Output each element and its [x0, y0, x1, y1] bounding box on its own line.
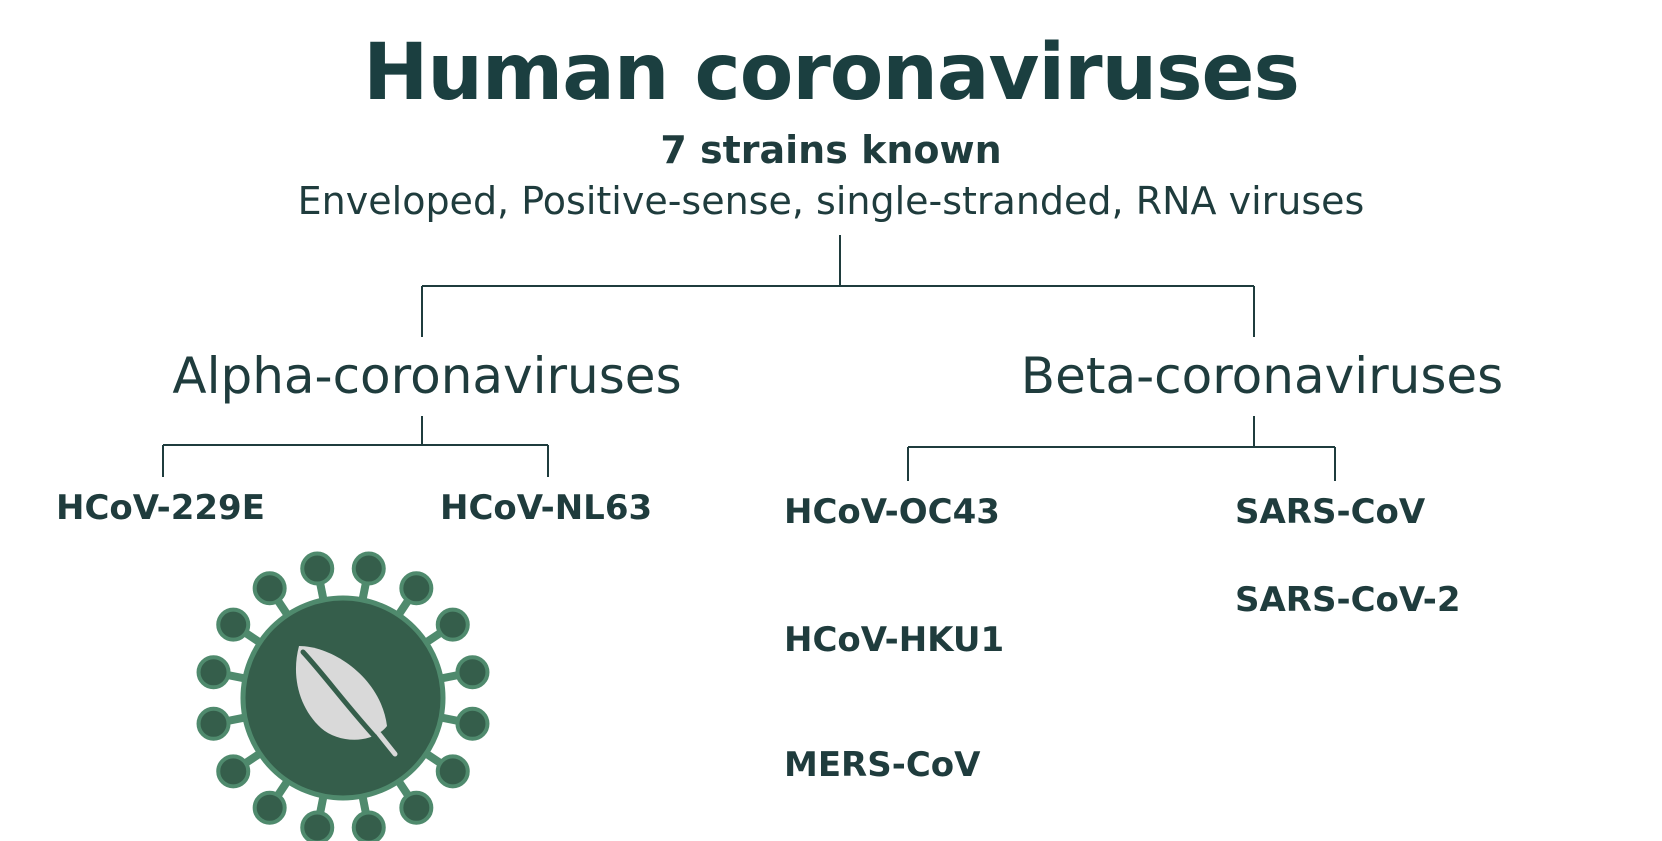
virus-spike-knob [216, 754, 251, 789]
strain-hcov-oc43: HCoV-OC43 [784, 492, 1000, 532]
diagram-title: Human coronaviruses [363, 28, 1300, 118]
virus-spike-knob [351, 810, 386, 841]
alpha-coronaviruses-label: Alpha-coronaviruses [172, 347, 682, 405]
virus-spike-knob [196, 706, 231, 741]
virus-spike-knob [351, 551, 386, 586]
leaf-icon [295, 646, 398, 757]
virus-spike-knob [216, 607, 251, 642]
virus-spike-knob [399, 571, 434, 606]
strain-mers-cov: MERS-CoV [784, 745, 981, 785]
virus-spike-knob [455, 655, 490, 690]
virus-spike-knob [300, 551, 335, 586]
virus-icon [196, 551, 490, 841]
virus-spike-knob [252, 571, 287, 606]
virus-spike-knob [252, 790, 287, 825]
virus-spike-knob [455, 706, 490, 741]
virus-spike-knob [435, 754, 470, 789]
virus-spikes [196, 551, 490, 841]
virus-spike-knob [399, 790, 434, 825]
strain-sars-cov: SARS-CoV [1235, 492, 1426, 532]
beta-coronaviruses-label: Beta-coronaviruses [1020, 347, 1504, 405]
strain-hcov-nl63: HCoV-NL63 [440, 488, 653, 528]
virus-spike-knob [435, 607, 470, 642]
diagram-description: Enveloped, Positive-sense, single-strand… [297, 179, 1365, 223]
strain-hcov-hku1: HCoV-HKU1 [784, 620, 1005, 660]
strain-hcov-229e: HCoV-229E [56, 488, 265, 528]
virus-spike-knob [300, 810, 335, 841]
virus-spike-knob [196, 655, 231, 690]
diagram-subtitle: 7 strains known [660, 128, 1002, 172]
strain-sars-cov-2: SARS-CoV-2 [1235, 580, 1461, 620]
